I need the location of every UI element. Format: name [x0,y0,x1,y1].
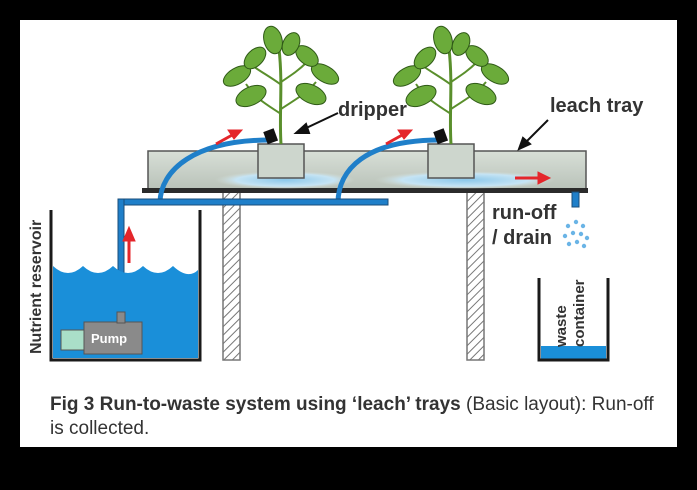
plant-left [222,25,340,145]
pump-label: Pump [91,331,127,346]
pot-right [427,143,475,179]
reservoir-label: Nutrient reservoir [28,220,45,354]
table-leg-left [222,191,241,361]
dripper-left [263,128,279,145]
leach-tray-label: leach tray [550,95,644,117]
drain-outlet [571,191,580,208]
dripper-right [433,128,449,145]
dripper-label: dripper [338,99,407,121]
waste-container: waste container [537,278,610,362]
caption-title: Fig 3 Run-to-waste system using ‘leach’ … [50,394,461,415]
wet-media-left [215,171,355,189]
drain-droplets [562,219,590,249]
drip-tubes [157,137,443,206]
waste-label-line1: waste [553,305,570,348]
table-leg-right [466,191,485,361]
figure-caption: Fig 3 Run-to-waste system using ‘leach’ … [50,393,670,441]
flow-arrows [122,129,552,263]
wet-media-right [375,171,555,189]
runoff-label-line2: / drain [492,227,552,249]
waste-label-line2: container [571,279,588,347]
label-pointers [293,112,549,151]
diagram-panel: Pump waste container dripper leach tray … [20,20,677,447]
plant-right [392,25,510,145]
caption-text: (Basic layout): Run-off is collected. [50,394,654,439]
runoff-label-line1: run-off [492,202,557,224]
diagram: Pump waste container dripper leach tray … [28,25,644,362]
pump: Pump [60,311,143,355]
pot-left [257,143,305,179]
